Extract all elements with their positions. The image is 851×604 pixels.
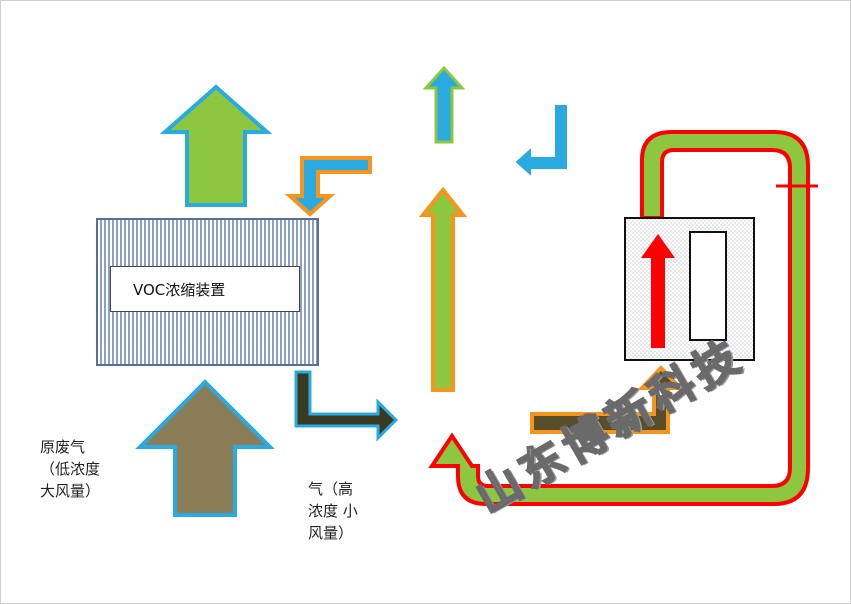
exhaust-up-arrow [159,84,273,207]
raw-gas-inlet-arrow [135,379,275,517]
red-up-arrow [641,234,675,348]
furnace-inlet-arrow [530,365,685,434]
voc-device-label: VOC浓缩装置 [110,266,300,312]
chamber-inner-panel [689,231,727,341]
concentrated-gas-label: 气（高 浓度 小 风量） [308,480,358,542]
center-up-arrow [418,186,468,392]
recirculation-loop [428,130,810,506]
hook-return-arrow [512,103,569,181]
top-small-up-arrow [422,65,466,144]
raw-gas-label: 原废气 （低浓度 大风量） [40,438,101,500]
return-l-arrow [284,156,372,217]
concentrated-outlet-arrow [294,370,399,442]
